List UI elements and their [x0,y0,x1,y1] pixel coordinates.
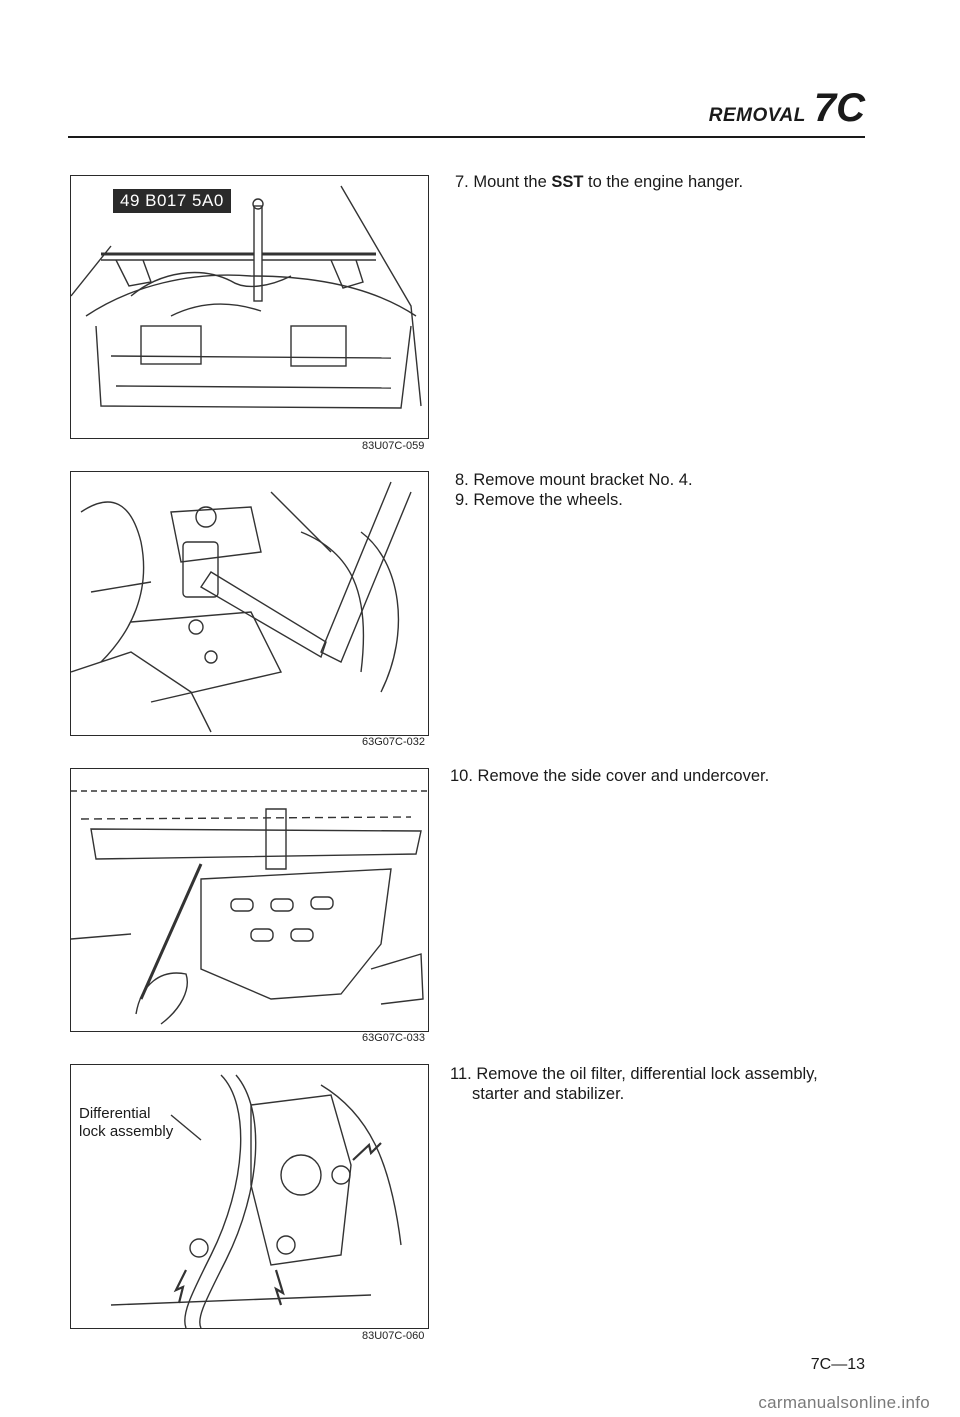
differential-lock-illustration [110,1074,402,1328]
figure-code: 63G07C-032 [362,736,425,748]
header-rule [68,136,865,138]
figure-differential-lock [70,1064,429,1329]
differential-lock-callout: Differential lock assembly [79,1105,173,1141]
step-number: 7. [455,173,469,191]
step-text: to the engine hanger. [583,173,744,191]
section-title: REMOVAL [708,105,806,126]
mount-bracket-illustration [71,481,412,733]
step-number: 11. [450,1065,472,1083]
figure-code: 83U07C-060 [362,1330,425,1342]
undercover-illustration [71,790,428,1025]
step-9: 9. Remove the wheels. [455,490,623,510]
callout-line: lock assembly [79,1123,174,1140]
step-text: Remove the wheels. [473,491,623,509]
engine-hanger-illustration [71,185,422,409]
page-number: 7C—13 [810,1356,865,1373]
watermark: carmanualsonline.info [758,1393,930,1412]
figure-code: 83U07C-059 [362,440,425,452]
step-11: 11. Remove the oil filter, differential … [450,1064,818,1104]
step-text: Mount the [473,173,552,191]
sst-part-number: 49 B017 5A0 [113,189,231,213]
sst-term: SST [551,173,584,191]
step-text: Remove the oil filter, differential lock… [476,1065,818,1083]
step-text: Remove mount bracket No. 4. [473,471,693,489]
step-text: Remove the side cover and undercover. [477,767,770,785]
page-header: REMOVAL 7C [709,88,865,128]
step-text: starter and stabilizer. [472,1085,625,1103]
figure-code: 63G07C-033 [362,1032,425,1044]
step-10: 10. Remove the side cover and undercover… [450,766,769,786]
figure-engine-hanger [70,175,429,439]
step-7: 7. Mount the SST to the engine hanger. [455,172,743,192]
chapter-number: 7C [813,86,865,130]
figure-mount-bracket [70,471,429,736]
step-number: 10. [450,767,473,785]
callout-line: Differential [79,1105,151,1122]
step-number: 8. [455,471,469,489]
figure-undercover [70,768,429,1032]
step-8: 8. Remove mount bracket No. 4. [455,470,693,490]
step-number: 9. [455,491,469,509]
